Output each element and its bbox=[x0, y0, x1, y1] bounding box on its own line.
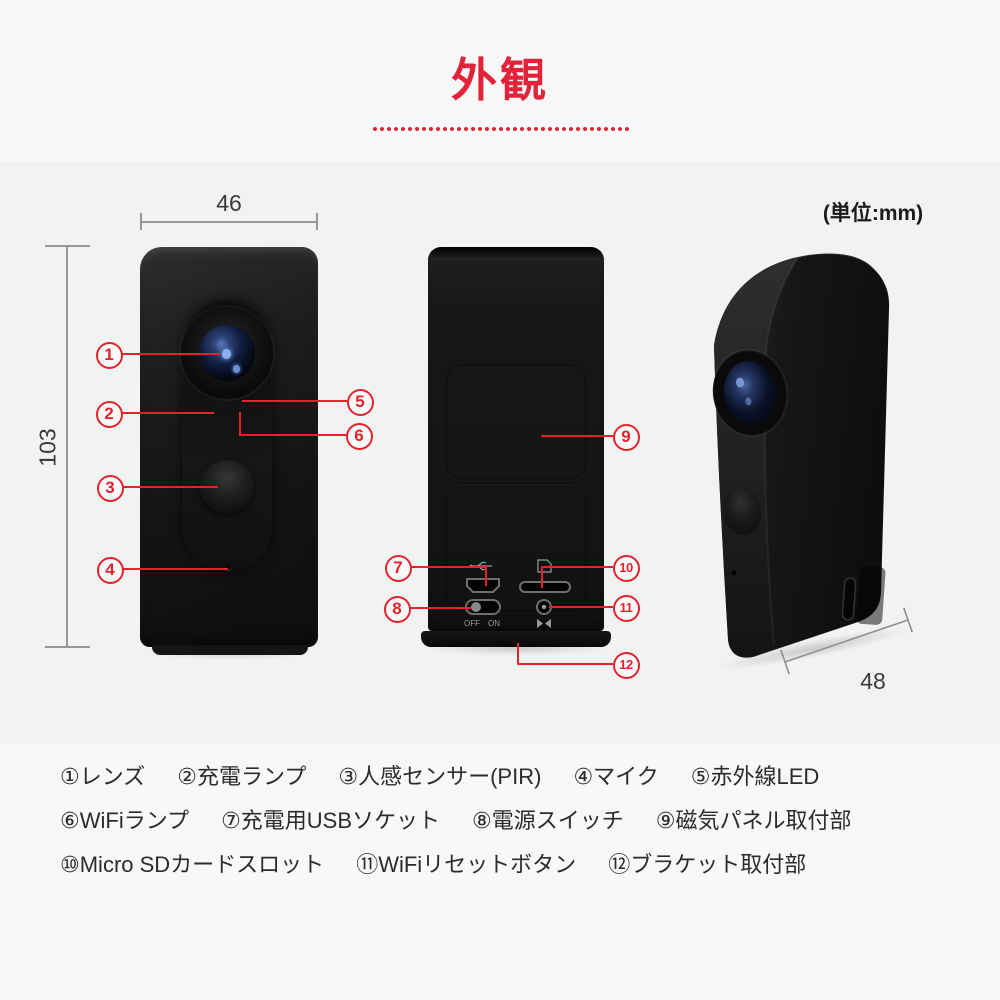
callout-marker-5: 5 bbox=[346, 388, 374, 416]
reset-button-pin bbox=[541, 604, 547, 610]
callout-line-3 bbox=[122, 486, 218, 488]
callout-line-1 bbox=[121, 353, 220, 355]
bracket-mount-base bbox=[421, 631, 611, 647]
side-lens bbox=[711, 349, 789, 437]
front-view-base bbox=[152, 645, 308, 655]
dimension-line-height bbox=[66, 246, 68, 648]
callout-line-7 bbox=[485, 566, 487, 586]
dimension-tick bbox=[140, 213, 142, 230]
callout-marker-10: 10 bbox=[612, 554, 640, 582]
dimension-height: 103 bbox=[34, 428, 61, 467]
dimension-tick bbox=[316, 213, 318, 230]
lens-glint bbox=[222, 349, 231, 359]
unit-label: (単位:mm) bbox=[822, 202, 924, 225]
callout-line-7 bbox=[410, 566, 487, 568]
callout-line-10 bbox=[541, 566, 613, 568]
power-switch-knob bbox=[471, 602, 481, 612]
camera-front-view bbox=[140, 247, 318, 647]
dimension-tick bbox=[45, 646, 90, 648]
callout-marker-6: 6 bbox=[345, 422, 373, 450]
back-panel-seam bbox=[446, 365, 586, 479]
callout-marker-1: 1 bbox=[95, 341, 123, 369]
dimension-tick bbox=[45, 245, 90, 247]
camera-side-view bbox=[711, 252, 913, 675]
callout-line-2 bbox=[121, 412, 214, 414]
side-pir-dome bbox=[722, 487, 762, 535]
title-dotted-divider bbox=[372, 126, 632, 132]
lens-glint bbox=[736, 377, 745, 388]
callout-line-11 bbox=[549, 606, 613, 608]
microphone-hole bbox=[226, 565, 231, 570]
callout-line-6 bbox=[239, 434, 346, 436]
lens-glint bbox=[233, 365, 240, 373]
page-title: 外観 bbox=[451, 54, 549, 106]
side-bracket-slot bbox=[841, 566, 886, 625]
callout-line-5 bbox=[242, 400, 347, 402]
side-mic-hole bbox=[731, 570, 737, 576]
callout-marker-12: 12 bbox=[612, 651, 640, 679]
callout-marker-11: 11 bbox=[612, 594, 640, 622]
lens-glint bbox=[745, 397, 752, 406]
camera-back-view: OFF ON bbox=[428, 247, 604, 631]
callout-marker-3: 3 bbox=[96, 474, 124, 502]
dimension-side-depth: 48 bbox=[860, 668, 886, 694]
callout-marker-4: 4 bbox=[96, 556, 124, 584]
callout-marker-7: 7 bbox=[384, 554, 412, 582]
callout-line-12 bbox=[517, 663, 613, 665]
callout-marker-8: 8 bbox=[383, 595, 411, 623]
back-panel-seam bbox=[446, 483, 586, 611]
dimension-line-depth bbox=[780, 607, 913, 675]
top-edge-highlight bbox=[797, 252, 875, 270]
callout-line-10 bbox=[541, 566, 543, 588]
callout-line-6 bbox=[239, 412, 241, 436]
switch-off-label: OFF bbox=[464, 619, 480, 628]
callout-line-12 bbox=[517, 643, 519, 665]
callout-line-4 bbox=[122, 568, 228, 570]
callout-marker-9: 9 bbox=[612, 423, 640, 451]
micro-sd-slot bbox=[519, 581, 571, 593]
callout-line-8 bbox=[409, 607, 471, 609]
sd-card-icon bbox=[537, 559, 552, 573]
callout-line-9 bbox=[541, 435, 613, 437]
dimension-front-width: 46 bbox=[216, 190, 242, 216]
back-top-edge bbox=[428, 247, 604, 260]
dimension-line-width bbox=[141, 221, 317, 223]
callout-marker-2: 2 bbox=[95, 400, 123, 428]
bottom-ports-cluster: OFF ON bbox=[464, 559, 571, 628]
reset-icon bbox=[537, 619, 551, 628]
switch-on-label: ON bbox=[488, 619, 500, 628]
usb-charging-port bbox=[466, 578, 500, 593]
